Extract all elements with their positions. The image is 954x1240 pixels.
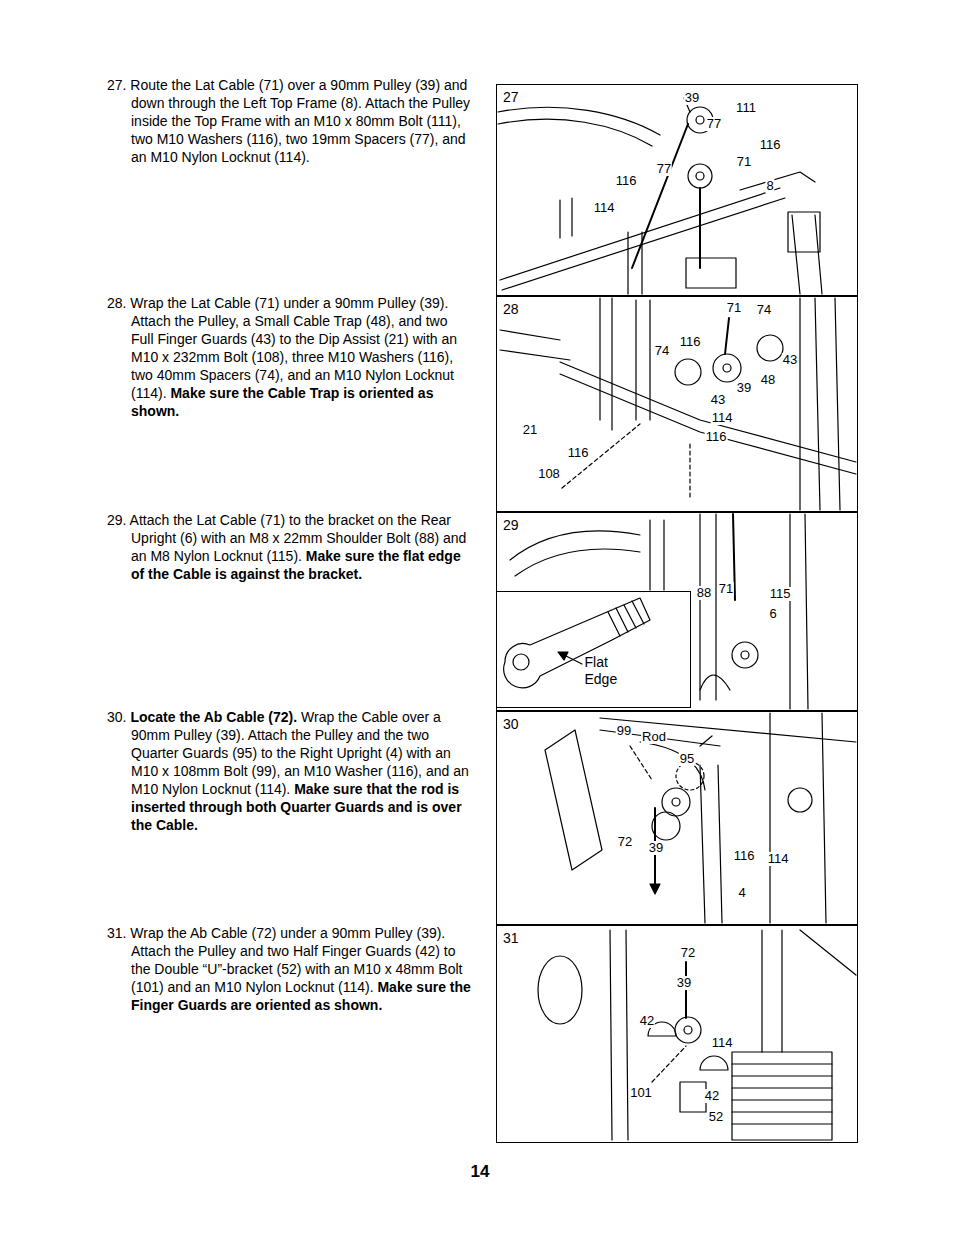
callout-number: 116 <box>679 335 702 349</box>
callout-number: 6 <box>768 607 777 621</box>
instruction-step: 27. Route the Lat Cable (71) over a 90mm… <box>107 76 471 166</box>
callout-number: 43 <box>782 353 798 367</box>
callout-number: 4 <box>737 886 746 900</box>
callout-number: 116 <box>705 430 728 444</box>
page-number: 14 <box>471 1163 490 1181</box>
caution-note: Locate the Ab Cable (72). <box>130 709 297 725</box>
figure-panel: 29Flat Edge <box>496 512 858 711</box>
callout-number: 88 <box>696 586 712 600</box>
callout-number: 116 <box>733 849 756 863</box>
inset-label: Flat Edge <box>585 654 625 688</box>
instruction-step: 30.Locate the Ab Cable (72).Wrap the Cab… <box>107 708 471 834</box>
callout-number: 72 <box>680 946 696 960</box>
inset-box: Flat Edge <box>496 591 691 708</box>
callout-number: 95 <box>679 752 695 766</box>
step-number: 30 <box>503 716 519 732</box>
callout-number: 114 <box>593 201 616 215</box>
callout-number: 114 <box>711 1036 734 1050</box>
callout-number: 116 <box>567 446 590 460</box>
instruction-step: 29. Attach the Lat Cable (71) to the bra… <box>107 511 471 583</box>
callout-number: 43 <box>710 393 726 407</box>
figure-panel: 30 <box>496 711 858 925</box>
instruction-step: 31. Wrap the Ab Cable (72) under a 90mm … <box>107 924 471 1014</box>
callout-number: 116 <box>615 174 638 188</box>
callout-number: 39 <box>648 841 664 855</box>
callout-number: 101 <box>629 1086 653 1100</box>
callout-number: 39 <box>684 91 700 105</box>
callout-number: 99 <box>616 724 632 738</box>
callout-number: 77 <box>656 162 672 176</box>
callout-number: 108 <box>537 467 561 481</box>
step-number: 31 <box>503 930 519 946</box>
callout-number: 21 <box>522 423 538 437</box>
callout-number: 114 <box>711 411 734 425</box>
caution-note: Make sure the Cable Trap is oriented as … <box>131 385 433 419</box>
callout-number: 114 <box>767 852 790 866</box>
callout-number: 48 <box>760 373 776 387</box>
instruction-step: 28. Wrap the Lat Cable (71) under a 90mm… <box>107 294 471 420</box>
callout-number: 77 <box>706 117 722 131</box>
callout-number: 39 <box>676 976 692 990</box>
callout-number: 115 <box>769 587 792 601</box>
callout-number: 71 <box>726 301 742 315</box>
callout-number: 42 <box>704 1089 720 1103</box>
figure-panel: 31 <box>496 925 858 1143</box>
callout-number: 74 <box>756 303 772 317</box>
callout-number: 74 <box>654 344 670 358</box>
step-number: 28 <box>503 301 519 317</box>
callout-number: 39 <box>736 381 752 395</box>
step-text: 30. <box>107 709 126 725</box>
callout-number: 116 <box>759 138 782 152</box>
callout-number: 72 <box>617 835 633 849</box>
step-number: 27 <box>503 89 519 105</box>
figure-panel: 27 <box>496 84 858 296</box>
step-number: 29 <box>503 517 519 533</box>
callout-number: 71 <box>718 582 734 596</box>
callout-number: 52 <box>708 1110 724 1124</box>
callout-number: 42 <box>639 1014 655 1028</box>
step-text: 27. Route the Lat Cable (71) over a 90mm… <box>107 77 470 165</box>
callout-number: 71 <box>736 155 752 169</box>
callout-number: Rod <box>641 730 667 744</box>
callout-number: 8 <box>765 179 774 193</box>
callout-number: 111 <box>735 101 757 115</box>
